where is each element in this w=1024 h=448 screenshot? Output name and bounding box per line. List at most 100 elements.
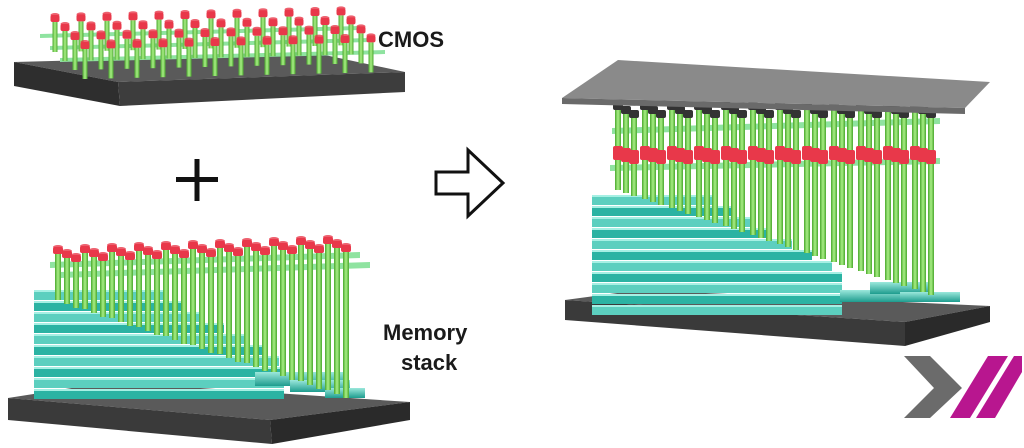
cmos-pillar	[104, 20, 110, 51]
cmos-pillar	[244, 26, 250, 57]
cmos-pillar	[270, 26, 276, 57]
cmos-pad	[314, 36, 324, 44]
cmos-pillar	[368, 42, 374, 73]
memory-pillar	[208, 257, 214, 353]
brand-logo-icon	[904, 356, 1022, 418]
memory-pillar	[289, 254, 295, 380]
combined-pillar	[912, 108, 918, 289]
cmos-pillar	[72, 40, 78, 70]
combined-red-pad	[675, 148, 685, 162]
cmos-pad	[70, 33, 80, 40]
cmos-pillar	[62, 31, 68, 61]
combined-pillar	[812, 112, 818, 256]
cmos-pad	[258, 10, 268, 18]
memory-pillar	[73, 262, 79, 308]
memory-stack	[8, 235, 410, 444]
memory-layer	[34, 345, 264, 355]
cmos-pad	[232, 10, 242, 18]
memory-pillar	[343, 252, 349, 398]
cmos-pad	[252, 28, 262, 36]
cmos-pillar	[290, 44, 296, 75]
cmos-pillar	[78, 21, 84, 52]
cmos-pillar	[238, 45, 244, 76]
combined-pillar	[750, 108, 756, 235]
memory-pad	[287, 247, 297, 254]
combined-pillar	[839, 112, 845, 265]
cmos-pad	[278, 28, 288, 36]
cmos-pad	[50, 15, 60, 22]
memory-pad	[188, 242, 198, 249]
cmos-pillar	[322, 25, 328, 55]
memory-pad	[197, 246, 207, 253]
cmos-pillar	[192, 28, 198, 58]
memory-pad	[278, 243, 288, 250]
cmos-pillar	[160, 47, 166, 78]
combined-chip	[562, 60, 990, 346]
memory-layer	[592, 261, 832, 271]
combined-red-pad	[891, 148, 901, 162]
cmos-pillar	[166, 28, 172, 59]
combined-pillar	[847, 116, 853, 268]
cmos-pad	[236, 38, 246, 46]
memory-pad	[134, 244, 144, 251]
combined-red-pad	[640, 146, 650, 160]
memory-pad	[89, 250, 99, 257]
cmos-pillar	[130, 20, 136, 51]
cmos-pillar	[280, 35, 286, 66]
memory-pillar	[172, 254, 178, 340]
cmos-pillar	[260, 17, 266, 48]
cmos-pillar	[218, 27, 224, 58]
cmos-pillar	[316, 43, 322, 74]
memory-layer	[34, 389, 284, 399]
memory-step	[900, 292, 960, 302]
memory-pillar	[334, 248, 340, 394]
memory-pillar	[91, 257, 97, 313]
memory-layer	[592, 206, 732, 216]
cmos-pad	[174, 30, 184, 38]
memory-layer	[592, 272, 842, 282]
combined-dark-pad	[656, 110, 666, 118]
cmos-pad	[86, 23, 96, 31]
cmos-pad	[106, 41, 116, 49]
memory-pad	[71, 255, 81, 262]
cmos-pad	[356, 26, 366, 34]
memory-pad	[332, 241, 342, 248]
memory-pad	[62, 251, 72, 258]
combined-red-pad	[802, 146, 812, 160]
memory-pillar	[316, 253, 322, 389]
memory-pillar	[100, 261, 106, 317]
combined-red-pad	[856, 146, 866, 160]
memory-pad	[233, 249, 243, 256]
memory-pillar	[163, 250, 169, 336]
cmos-pad	[210, 39, 220, 46]
combined-red-pad	[702, 148, 712, 162]
cmos-pad	[148, 31, 158, 39]
memory-pad	[206, 250, 216, 257]
combined-pillar	[920, 112, 926, 292]
memory-pillar	[55, 254, 61, 300]
combined-dark-pad	[737, 110, 747, 118]
cmos-pillar	[332, 34, 338, 64]
cmos-pad	[200, 30, 210, 37]
combined-pillar	[758, 112, 764, 238]
combined-dark-pad	[702, 106, 712, 114]
cmos-pad	[320, 18, 330, 25]
combined-pillar	[731, 112, 737, 229]
memory-pillar-grid	[50, 235, 370, 398]
memory-layer	[34, 378, 284, 388]
cmos-pad	[304, 27, 314, 35]
combined-red-pad	[656, 150, 666, 164]
cmos-pillar	[296, 25, 302, 56]
memory-pillar	[154, 259, 160, 335]
cmos-circuit-grid	[40, 6, 385, 79]
cmos-pillar	[234, 17, 240, 48]
combined-pillar	[928, 116, 934, 295]
cmos-pad	[96, 32, 106, 40]
plus-icon	[176, 159, 218, 201]
cmos-pad	[60, 24, 70, 31]
memory-label-line2: stack	[401, 350, 458, 375]
memory-pad	[170, 247, 180, 254]
combined-dark-pad	[629, 110, 639, 118]
memory-pillar	[199, 253, 205, 349]
combined-pillar	[685, 116, 691, 214]
